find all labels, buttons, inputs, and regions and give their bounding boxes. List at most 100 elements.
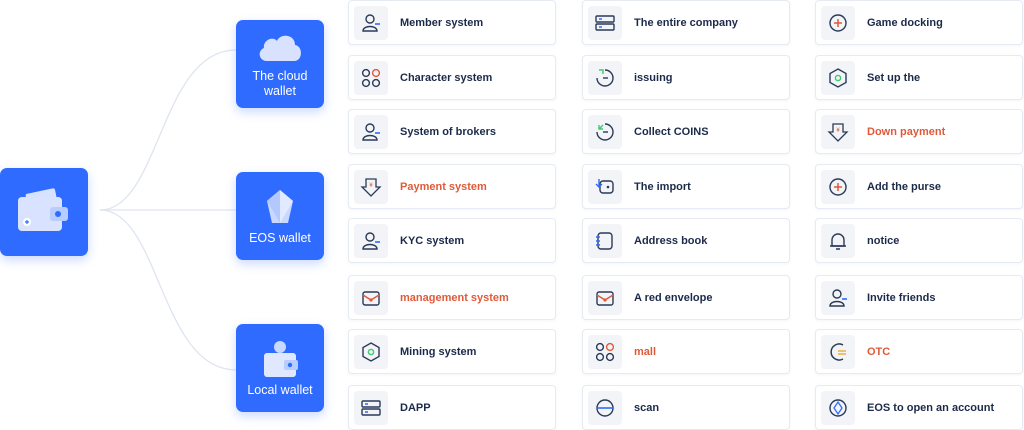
scan-icon: [596, 398, 614, 417]
feature-card[interactable]: scan: [582, 385, 790, 430]
feature-icon-box: [354, 334, 388, 369]
feature-icon-box: [588, 390, 622, 425]
feature-icon-box: [354, 114, 388, 149]
plus-circle-icon: [829, 177, 847, 196]
bell-icon: [830, 232, 846, 250]
feature-icon-box: [588, 280, 622, 315]
root-wallet-node: [0, 168, 88, 256]
feature-card[interactable]: issuing: [582, 55, 790, 100]
feature-icon-box: [354, 223, 388, 258]
envelope-icon: [596, 290, 614, 306]
issuing-icon: [596, 68, 614, 87]
feature-label: Set up the: [867, 71, 921, 84]
feature-card[interactable]: Collect COINS: [582, 109, 790, 154]
local-wallet-icon: [264, 340, 298, 377]
feature-icon-box: [821, 280, 855, 315]
feature-card[interactable]: Set up the: [815, 55, 1023, 100]
hexagon-icon: [362, 341, 380, 362]
feature-label: DAPP: [400, 401, 431, 414]
feature-label: KYC system: [400, 234, 465, 247]
connector-local: [99, 209, 237, 371]
feature-card[interactable]: OTC: [815, 329, 1023, 374]
feature-card[interactable]: Character system: [348, 55, 556, 100]
feature-card[interactable]: The import: [582, 164, 790, 209]
user-icon: [362, 13, 380, 32]
collect-icon: [596, 122, 614, 141]
feature-card[interactable]: Address book: [582, 218, 790, 263]
address-book-icon: [596, 231, 613, 250]
feature-label: The import: [634, 180, 691, 193]
feature-icon-box: [821, 60, 855, 95]
feature-icon-box: ¥: [821, 114, 855, 149]
feature-label: A red envelope: [634, 291, 713, 304]
feature-card[interactable]: System of brokers: [348, 109, 556, 154]
feature-card[interactable]: Add the purse: [815, 164, 1023, 209]
payment-icon: ¥: [360, 177, 382, 197]
branch-cloud-wallet: The cloud wallet: [236, 20, 324, 108]
feature-label: Payment system: [400, 180, 487, 193]
envelope-icon: [362, 290, 380, 306]
feature-label: Character system: [400, 71, 493, 84]
feature-label: Mining system: [400, 345, 477, 358]
feature-icon-box: [588, 5, 622, 40]
feature-icon-box: ¥: [354, 169, 388, 204]
feature-label: Member system: [400, 16, 484, 29]
user-icon: [362, 122, 380, 141]
feature-card[interactable]: Member system: [348, 0, 556, 45]
feature-icon-box: [821, 5, 855, 40]
feature-card[interactable]: notice: [815, 218, 1023, 263]
feature-card[interactable]: EOS to open an account: [815, 385, 1023, 430]
feature-icon-box: [354, 280, 388, 315]
eos-logo-icon: [267, 189, 293, 223]
feature-label: management system: [400, 291, 509, 304]
svg-text:¥: ¥: [369, 183, 373, 189]
feature-label: Down payment: [867, 125, 946, 138]
feature-label: Invite friends: [867, 291, 936, 304]
feature-label: EOS to open an account: [867, 401, 995, 414]
grid-icon: [361, 68, 381, 87]
feature-icon-box: [588, 60, 622, 95]
feature-card[interactable]: management system: [348, 275, 556, 320]
feature-icon-box: [354, 390, 388, 425]
feature-label: Collect COINS: [634, 125, 709, 138]
svg-text:¥: ¥: [836, 128, 840, 134]
feature-label: Game docking: [867, 16, 943, 29]
otc-icon: [830, 342, 846, 361]
payment-icon: ¥: [827, 122, 849, 142]
feature-card[interactable]: ¥ Payment system: [348, 164, 556, 209]
feature-card[interactable]: mall: [582, 329, 790, 374]
feature-label: mall: [634, 345, 657, 358]
feature-card[interactable]: A red envelope: [582, 275, 790, 320]
cloud-icon: [259, 35, 301, 61]
feature-label: Address book: [634, 234, 708, 247]
feature-label: notice: [867, 234, 900, 247]
feature-card[interactable]: KYC system: [348, 218, 556, 263]
feature-icon-box: [588, 169, 622, 204]
branch-label: EOS wallet: [249, 230, 311, 245]
branch-label: Local wallet: [247, 382, 313, 397]
feature-card[interactable]: Game docking: [815, 0, 1023, 45]
server-icon: [595, 14, 615, 31]
feature-icon-box: [354, 5, 388, 40]
feature-card[interactable]: The entire company: [582, 0, 790, 45]
feature-icon-box: [821, 334, 855, 369]
feature-card[interactable]: Mining system: [348, 329, 556, 374]
feature-icon-box: [588, 334, 622, 369]
feature-icon-box: [821, 223, 855, 258]
feature-card[interactable]: DAPP: [348, 385, 556, 430]
branch-label: The cloud wallet: [252, 69, 308, 98]
feature-label: System of brokers: [400, 125, 496, 138]
user-icon: [362, 231, 380, 250]
server-icon: [361, 399, 381, 416]
feature-card[interactable]: Invite friends: [815, 275, 1023, 320]
feature-label: scan: [634, 401, 660, 414]
hexagon-icon: [829, 67, 847, 88]
feature-icon-box: [821, 169, 855, 204]
feature-label: Add the purse: [867, 180, 941, 193]
import-icon: [595, 178, 614, 194]
feature-card[interactable]: ¥ Down payment: [815, 109, 1023, 154]
feature-icon-box: [354, 60, 388, 95]
feature-icon-box: [588, 114, 622, 149]
branch-eos-wallet: EOS wallet: [236, 172, 324, 260]
